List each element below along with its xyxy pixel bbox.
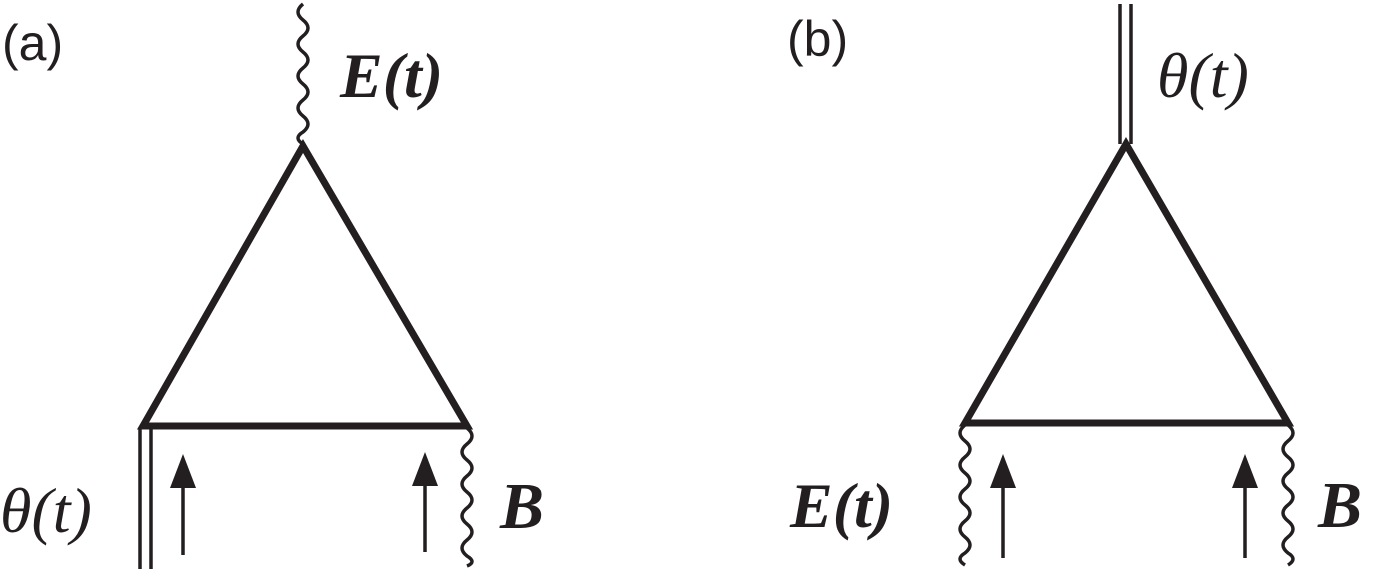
panel-b-triangle xyxy=(958,137,1295,427)
panel-b-left-field-label: E(t) xyxy=(789,470,893,541)
panel-b-double-line xyxy=(1118,4,1133,144)
panel-a-right-field-label: B xyxy=(499,470,544,543)
panel-b-label: (b) xyxy=(787,11,848,67)
panel-b-right-arrow xyxy=(1232,454,1258,558)
panel-b-bottom-right-wavy-line xyxy=(1281,423,1295,567)
panel-a-right-arrow xyxy=(412,452,438,552)
panel-a-bottom-right-wavy-line xyxy=(460,426,474,568)
panel-b: (b) θ(t) E(t) B xyxy=(787,4,1362,567)
panel-a-top-field-label: E(t) xyxy=(339,40,443,111)
panel-a-label: (a) xyxy=(2,15,63,71)
panel-b-right-field-label: B xyxy=(1317,469,1362,542)
panel-a-double-line xyxy=(138,428,153,569)
panel-a-triangle xyxy=(136,139,474,430)
panel-a: (a) E(t) θ(t) B xyxy=(0,2,544,569)
panel-b-top-field-label: θ(t) xyxy=(1157,40,1249,111)
panel-b-bottom-left-wavy-line xyxy=(958,423,972,567)
panel-b-left-arrow xyxy=(990,454,1016,558)
panel-a-left-field-label: θ(t) xyxy=(0,475,92,546)
panel-a-top-wavy-line xyxy=(296,2,310,146)
panel-a-left-arrow xyxy=(170,454,196,555)
